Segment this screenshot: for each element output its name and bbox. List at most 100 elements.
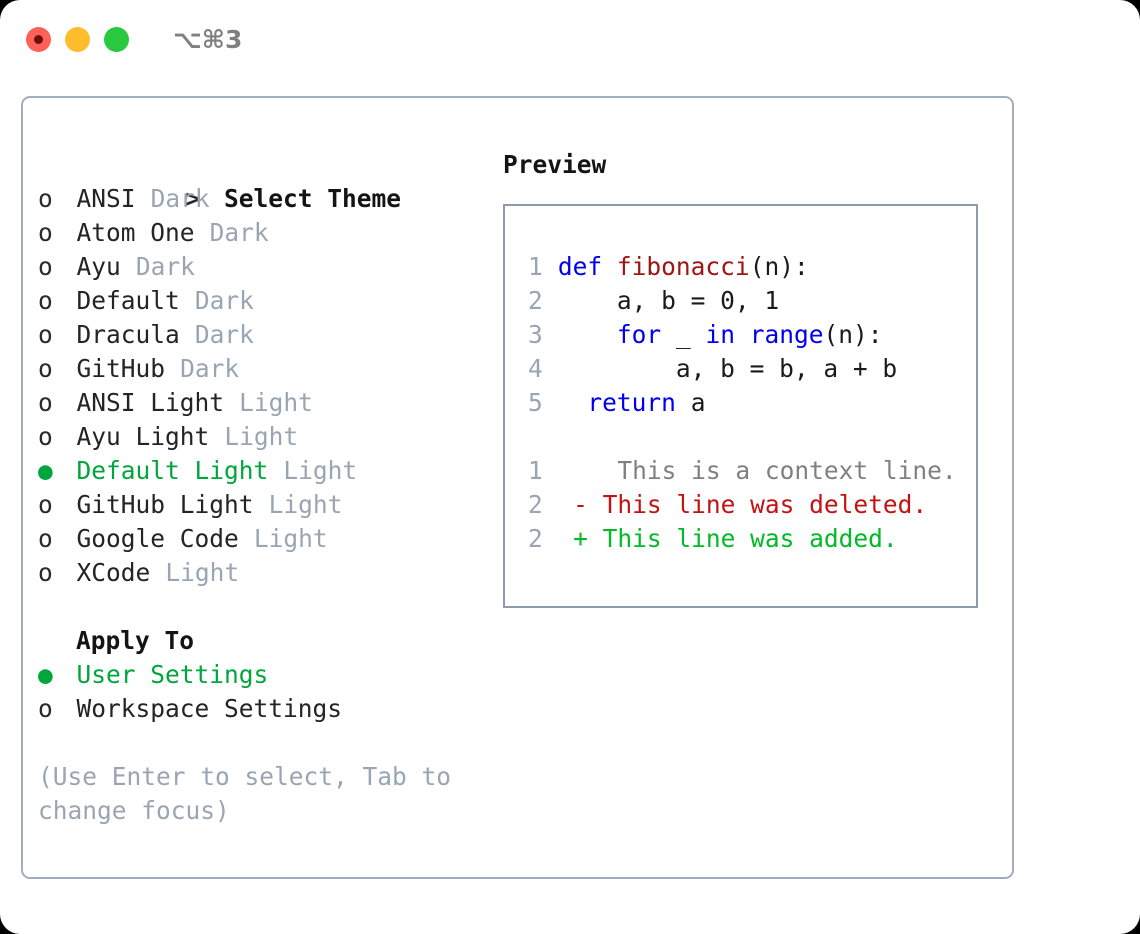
radio-unselected-icon: o <box>38 422 53 451</box>
apply-to-option[interactable]: o Workspace Settings <box>38 692 498 726</box>
theme-variant-badge: Light <box>239 388 313 417</box>
apply-to-list: ● User Settings o Workspace Settings <box>38 658 498 726</box>
theme-list-item[interactable]: o ANSI Dark <box>38 182 498 216</box>
apply-to-heading: Apply To <box>75 626 194 655</box>
theme-list-item[interactable]: o ANSI Light Light <box>38 386 498 420</box>
line-number: 2 <box>527 524 543 553</box>
maximize-button[interactable] <box>104 26 129 52</box>
close-icon <box>34 34 43 44</box>
radio-unselected-icon: o <box>38 558 53 587</box>
theme-list-item[interactable]: ● Default Light Light <box>38 454 498 488</box>
radio-selected-icon: ● <box>38 660 53 689</box>
code-token: fibonacci <box>616 252 750 281</box>
theme-variant-badge: Dark <box>180 354 240 383</box>
theme-variant-badge: Dark <box>135 252 195 281</box>
code-token: for <box>616 320 662 349</box>
code-token: def <box>557 252 617 281</box>
code-token: (n): <box>823 320 883 349</box>
keyboard-shortcut-label: ⌥⌘3 <box>173 24 243 54</box>
theme-name: GitHub Light <box>76 490 254 519</box>
radio-unselected-icon: o <box>38 286 53 315</box>
diff-line: 2- This line was deleted. <box>517 488 970 522</box>
apply-to-option-label: User Settings <box>76 660 269 689</box>
line-number: 1 <box>527 456 543 485</box>
diff-text: This line was added. <box>587 524 898 553</box>
theme-variant-badge: Light <box>224 422 299 451</box>
diff-marker <box>573 456 588 485</box>
code-token <box>558 320 617 349</box>
apply-to-option[interactable]: ● User Settings <box>38 658 498 692</box>
theme-name: Google Code <box>76 524 239 553</box>
prompt-icon: > <box>185 184 201 213</box>
code-token <box>558 388 588 417</box>
code-token: (n): <box>749 252 809 281</box>
theme-variant-badge: Dark <box>150 184 210 213</box>
code-token: a, b = b, a + b <box>557 354 898 383</box>
radio-unselected-icon: o <box>38 388 53 417</box>
theme-variant-badge: Light <box>253 524 328 553</box>
theme-name: Default Light <box>76 456 269 485</box>
theme-name: XCode <box>76 558 151 587</box>
diff-marker: + <box>573 524 588 553</box>
line-number: 5 <box>527 388 543 417</box>
theme-list-item[interactable]: o Ayu Light Light <box>38 420 498 454</box>
diff-block: 1 This is a context line.2- This line wa… <box>517 454 970 556</box>
page-title: Select Theme <box>223 184 401 213</box>
line-number: 2 <box>527 286 543 315</box>
radio-unselected-icon: o <box>38 694 53 723</box>
code-diff-separator <box>517 420 970 454</box>
theme-list-item[interactable]: o Ayu Dark <box>38 250 498 284</box>
diff-line: 1 This is a context line. <box>517 454 970 488</box>
theme-name: Ayu Light <box>76 422 210 451</box>
radio-unselected-icon: o <box>38 524 53 553</box>
diff-text: This is a context line. <box>587 456 957 485</box>
theme-list-item[interactable]: o Dracula Dark <box>38 318 498 352</box>
minimize-button[interactable] <box>65 26 90 52</box>
theme-name: GitHub <box>76 354 165 383</box>
theme-variant-badge: Light <box>268 490 343 519</box>
code-token: in <box>705 320 735 349</box>
line-number: 4 <box>527 354 543 383</box>
theme-variant-badge: Dark <box>209 218 269 247</box>
theme-name: ANSI Light <box>76 388 224 417</box>
title-bar: ⌥⌘3 <box>0 0 1140 78</box>
radio-selected-icon: ● <box>38 456 53 485</box>
window-controls <box>26 26 129 52</box>
line-number: 1 <box>527 252 543 281</box>
hint-spacer <box>38 726 498 760</box>
theme-variant-badge: Dark <box>194 320 254 349</box>
theme-name: ANSI <box>76 184 136 213</box>
code-line: 3 for _ in range(n): <box>517 318 970 352</box>
theme-name: Dracula <box>76 320 180 349</box>
theme-list-item[interactable]: o XCode Light <box>38 556 498 590</box>
code-token <box>735 320 750 349</box>
code-line: 5 return a <box>517 386 970 420</box>
code-token: range <box>749 320 824 349</box>
theme-variant-badge: Light <box>283 456 358 485</box>
close-button[interactable] <box>26 26 51 52</box>
keyboard-hint-text: (Use Enter to select, Tab to change focu… <box>38 762 466 825</box>
radio-unselected-icon: o <box>38 218 53 247</box>
apply-to-option-label: Workspace Settings <box>76 694 342 723</box>
theme-variant-badge: Light <box>165 558 240 587</box>
radio-unselected-icon: o <box>38 184 53 213</box>
theme-name: Default <box>76 286 180 315</box>
theme-name: Ayu <box>76 252 121 281</box>
theme-list-item[interactable]: o Google Code Light <box>38 522 498 556</box>
radio-unselected-icon: o <box>38 252 53 281</box>
radio-unselected-icon: o <box>38 320 53 349</box>
code-line: 1 def fibonacci(n): <box>517 250 970 284</box>
code-token: return <box>587 388 676 417</box>
diff-line: 2 + This line was added. <box>517 522 970 556</box>
code-line: 4 a, b = b, a + b <box>517 352 970 386</box>
